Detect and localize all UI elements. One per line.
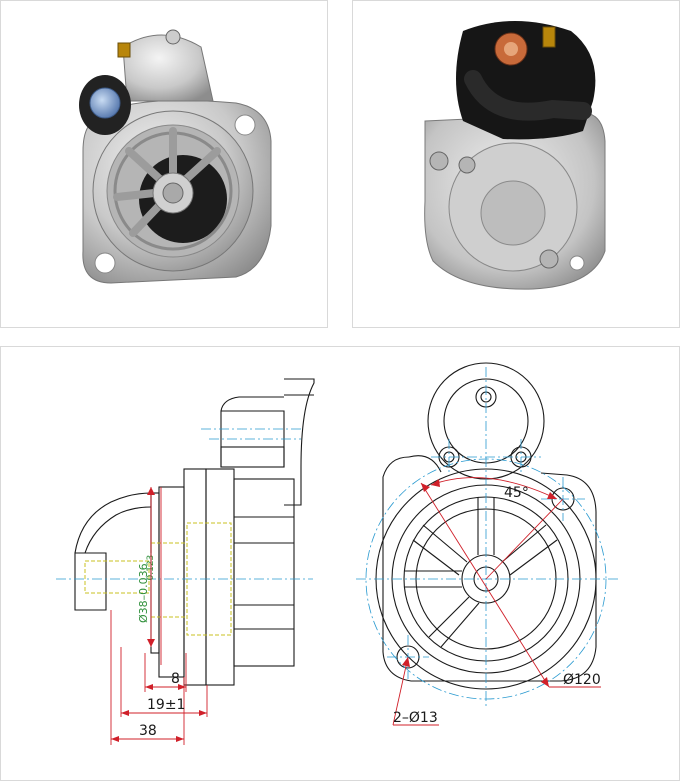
dim-8-label: 8 [171, 671, 180, 687]
photo-back-panel [352, 0, 680, 328]
bolt-circle-label: Ø120 [563, 672, 601, 688]
hole-spec-label: 2–Ø13 [393, 710, 438, 726]
side-hidden-lines [84, 522, 232, 636]
front-dimension-lines [392, 477, 601, 726]
dim-19-label: 19±1 [147, 697, 185, 713]
side-view [74, 378, 315, 686]
starter-dimension-drawing: Ø38–0.036 –0.123 8 19±1 [56, 362, 621, 745]
shaft-diameter-label: Ø38–0.036 –0.123 [137, 555, 156, 623]
dim-38-label: 38 [139, 723, 157, 739]
side-dimension-arrows [111, 487, 207, 742]
side-centerlines [56, 428, 313, 580]
front-dimension-arrows [402, 479, 557, 687]
svg-text:Ø38–0.036: Ø38–0.036 [137, 563, 150, 623]
front-centerlines [356, 367, 621, 707]
technical-drawing-panel: Ø38–0.036 –0.123 8 19±1 [0, 346, 680, 781]
angle-45-label: 45° [504, 485, 529, 501]
photo-front-panel [0, 0, 328, 328]
starter-motor-rear-photo [424, 21, 606, 290]
starter-motor-front-photo [79, 29, 272, 284]
